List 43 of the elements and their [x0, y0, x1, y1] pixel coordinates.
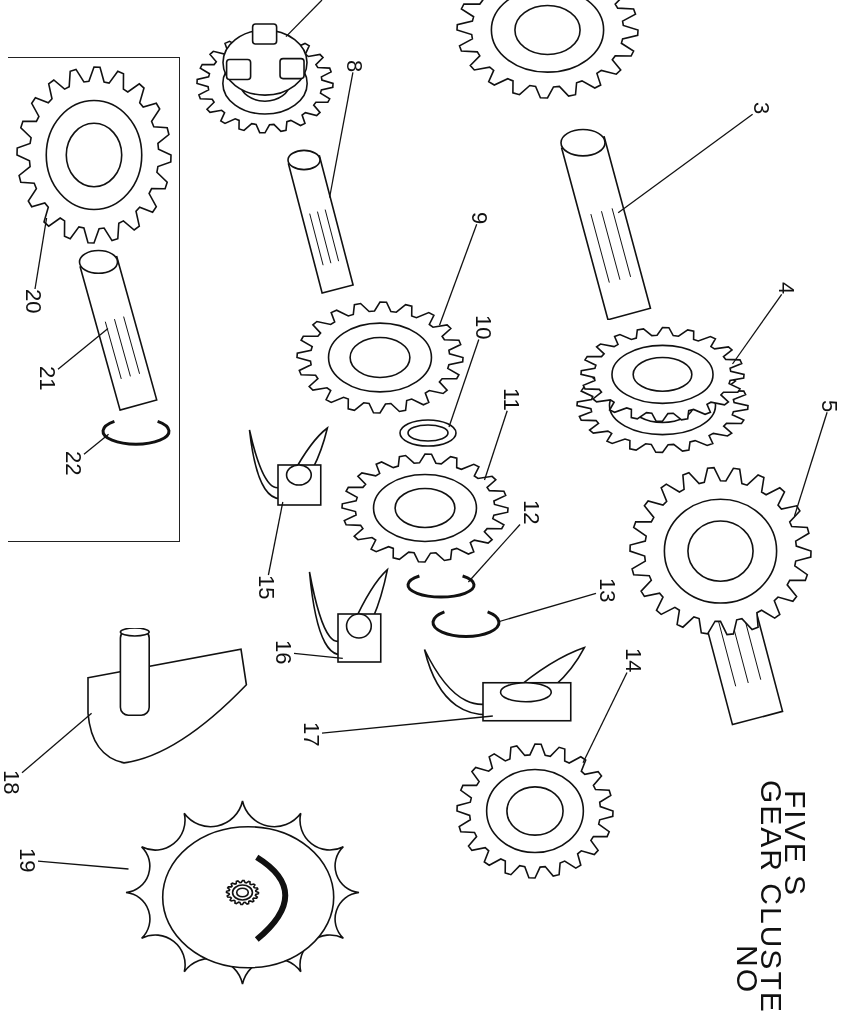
gear-drawing	[340, 452, 510, 564]
callout-number: 14	[622, 648, 644, 673]
callout-number: 21	[36, 366, 58, 391]
gear-drawing	[455, 742, 615, 880]
leader-line	[267, 501, 284, 576]
callout-number: 13	[596, 578, 618, 603]
gear-drawing	[15, 65, 173, 245]
leader-line	[83, 433, 110, 455]
callout-number: 5	[818, 400, 840, 413]
leader-line	[448, 338, 480, 428]
callout-number: 18	[0, 770, 22, 795]
leader-line	[483, 410, 508, 481]
callout-number: 8	[343, 60, 365, 73]
callout-number: 20	[22, 289, 44, 314]
callout-number: 9	[468, 212, 490, 225]
callout-number: 15	[255, 575, 277, 600]
callout-number: 16	[272, 640, 294, 665]
bush-drawing	[398, 418, 458, 448]
callout-number: 12	[520, 500, 542, 525]
leader-line	[34, 217, 48, 290]
double-gear-drawing	[575, 325, 750, 455]
callout-number: 4	[775, 282, 797, 295]
leader-line	[328, 71, 354, 199]
leader-line	[293, 652, 344, 660]
callout-number: 19	[16, 848, 38, 873]
leader-line	[497, 592, 597, 623]
leader-line	[285, 0, 323, 38]
leader-line	[582, 671, 628, 764]
leader-line	[438, 223, 478, 326]
leader-line	[467, 523, 521, 583]
callout-number: 11	[500, 388, 522, 411]
callout-number: 17	[300, 722, 322, 747]
leader-line	[321, 715, 494, 734]
callout-number: 22	[62, 451, 84, 476]
leader-line	[37, 860, 130, 870]
gear-drawing	[295, 300, 465, 415]
callout-number: 10	[472, 315, 494, 340]
leader-line	[617, 113, 754, 214]
leader-line	[57, 327, 109, 370]
leader-line	[21, 712, 93, 774]
callout-number: 3	[750, 102, 772, 115]
leader-line	[793, 411, 828, 517]
inset-frame	[8, 57, 180, 542]
